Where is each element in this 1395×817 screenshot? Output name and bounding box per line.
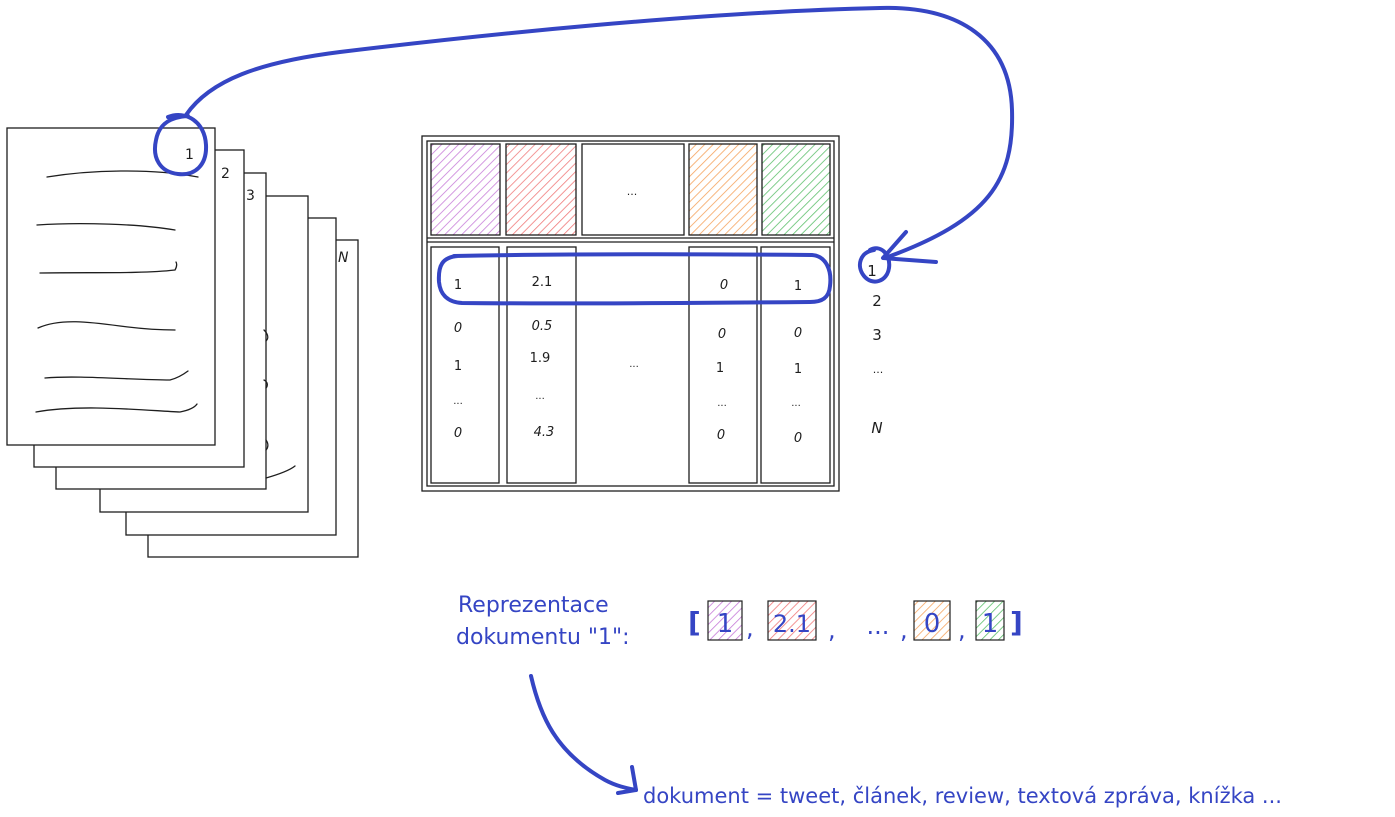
cell-5-5: 0: [794, 431, 802, 446]
cell-3-4: 1: [716, 361, 724, 376]
vector-item-5: 1: [982, 609, 999, 639]
cell-1-5: 1: [794, 279, 802, 294]
header-ellipsis: ...: [627, 185, 638, 198]
vector-box-4: [913, 600, 951, 641]
column-5: [760, 246, 831, 484]
vector-item-3: ...: [867, 612, 890, 640]
vector-box-1: [707, 600, 743, 641]
cell-3-3: ...: [629, 359, 639, 370]
document-definition: dokument = tweet, článek, review, textov…: [643, 784, 1282, 808]
circle-document-1: [153, 113, 209, 177]
header-cell-1: [430, 143, 501, 236]
vector-item-2: 2.1: [773, 610, 811, 638]
row-label-n: N: [871, 419, 882, 437]
header-cell-5: [761, 143, 831, 236]
column-1: [430, 246, 500, 484]
document-label-n: N: [338, 250, 349, 266]
vector-open-bracket: [: [688, 606, 701, 639]
vector-item-1: 1: [717, 609, 734, 639]
vector-sep-3: ,: [900, 616, 908, 644]
cell-2-2: 0.5: [532, 319, 553, 334]
cell-5-2: 4.3: [534, 425, 555, 440]
cell-4-4: ...: [717, 398, 727, 409]
row-highlight: [436, 252, 833, 306]
cell-2-5: 0: [794, 326, 802, 341]
cell-4-1: ...: [453, 396, 463, 407]
circle-row-1: [857, 246, 892, 284]
row-label-1: 1: [867, 262, 877, 280]
header-cell-ellipsis: [581, 143, 685, 236]
cell-2-1: 0: [454, 321, 462, 336]
row-label-ellipsis: ...: [873, 363, 884, 376]
vector-sep-2: ,: [828, 616, 836, 644]
cell-4-5: ...: [791, 398, 801, 409]
matrix-values: 1 0 1 ... 0 2.1 0.5 1.9 ... 4.3 ... 0 0 …: [453, 275, 802, 446]
column-2: [506, 246, 577, 484]
document-page-1: [6, 127, 216, 446]
arrow-to-definition: [529, 674, 638, 792]
arrow-document-to-row: [184, 5, 1015, 260]
document-label-2: 2: [221, 166, 230, 182]
arrow-head-definition: [616, 765, 638, 795]
cell-3-1: 1: [454, 359, 462, 374]
vector-close-bracket: ]: [1010, 606, 1023, 639]
cell-5-1: 0: [454, 426, 462, 441]
document-label-1: 1: [185, 147, 194, 163]
row-labels: 1 2 3 ... N: [867, 262, 883, 437]
representation-vector: [ 1 , 2.1 , ... , 0 , 1 ]: [688, 600, 1023, 644]
representation-label-line2: dokumentu "1":: [456, 625, 630, 650]
cell-1-4: 0: [720, 278, 728, 293]
cell-4-2: ...: [535, 391, 545, 402]
annotations: [153, 5, 1015, 795]
document-stack: [6, 127, 359, 558]
cell-1-1: 1: [454, 278, 462, 293]
row-label-2: 2: [872, 292, 882, 310]
vector-sep-4: ,: [958, 616, 966, 644]
cell-5-4: 0: [717, 428, 725, 443]
document-label-3: 3: [246, 188, 255, 204]
vector-item-4: 0: [924, 609, 941, 639]
cell-3-5: 1: [794, 362, 802, 377]
matrix-inner-frame: [426, 140, 835, 487]
row-label-3: 3: [872, 326, 882, 344]
vector-box-5: [975, 600, 1005, 641]
header-cell-2: [505, 143, 577, 236]
cell-1-2: 2.1: [532, 275, 553, 290]
representation-label-line1: Reprezentace: [458, 593, 609, 618]
matrix-outer-frame: [421, 135, 840, 492]
arrow-head-row: [881, 230, 938, 264]
header-cell-4: [688, 143, 758, 236]
vector-box-2: [767, 600, 817, 641]
matrix: [421, 135, 840, 492]
cell-3-2: 1.9: [530, 351, 551, 366]
cell-2-4: 0: [718, 327, 726, 342]
vector-sep-1: ,: [746, 614, 754, 642]
column-4: [688, 246, 758, 484]
